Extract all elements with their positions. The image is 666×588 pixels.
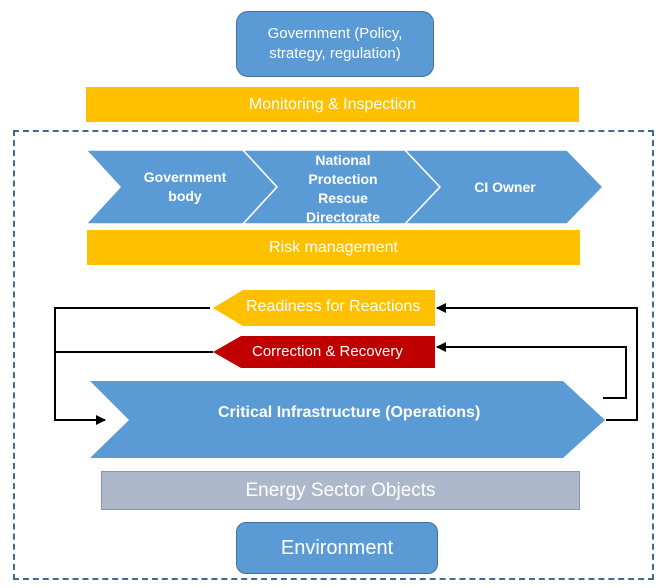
left-feedback-outer <box>54 307 210 425</box>
energy-sector-label: Energy Sector Objects <box>245 479 436 501</box>
step2-label-line1: National <box>315 152 371 168</box>
monitoring-label: Monitoring & Inspection <box>248 95 417 113</box>
risk-management-label: Risk management <box>269 238 398 256</box>
government-label-line2: strategy, regulation) <box>269 45 401 62</box>
government-box: Government (Policy, strategy, regulation… <box>236 11 434 77</box>
environment-label: Environment <box>280 536 394 559</box>
correction-label: Correction & Recovery <box>252 343 403 360</box>
environment-box: Environment <box>236 522 438 574</box>
step2-label-box: National Protection Rescue Directorate <box>283 151 403 222</box>
step1-label-line2: body <box>168 188 202 204</box>
right-feedback-outer <box>436 303 638 421</box>
monitoring-bar: Monitoring & Inspection <box>86 87 579 122</box>
government-label-line1: Government (Policy, <box>267 25 403 42</box>
step1-label-line1: Government <box>143 169 227 185</box>
critical-infrastructure-label: Critical Infrastructure (Operations) <box>218 404 481 421</box>
readiness-label: Readiness for Reactions <box>246 298 421 315</box>
step1-label-box: Government body <box>130 150 240 224</box>
right-feedback-inner <box>436 342 627 399</box>
energy-sector-box: Energy Sector Objects <box>101 471 580 510</box>
step2-label-line4: Directorate <box>306 209 380 222</box>
step2-label-line3: Rescue <box>318 190 368 206</box>
correction-arrow <box>213 336 435 368</box>
critical-infrastructure-arrow <box>90 381 605 458</box>
risk-management-bar: Risk management <box>87 230 580 265</box>
chevron-ci-owner <box>403 149 605 225</box>
step3-label-box: CI Owner <box>450 150 560 224</box>
dashed-boundary <box>13 130 654 580</box>
step3-label: CI Owner <box>474 178 536 195</box>
readiness-arrow <box>213 290 435 326</box>
step2-label-line2: Protection <box>308 171 378 187</box>
